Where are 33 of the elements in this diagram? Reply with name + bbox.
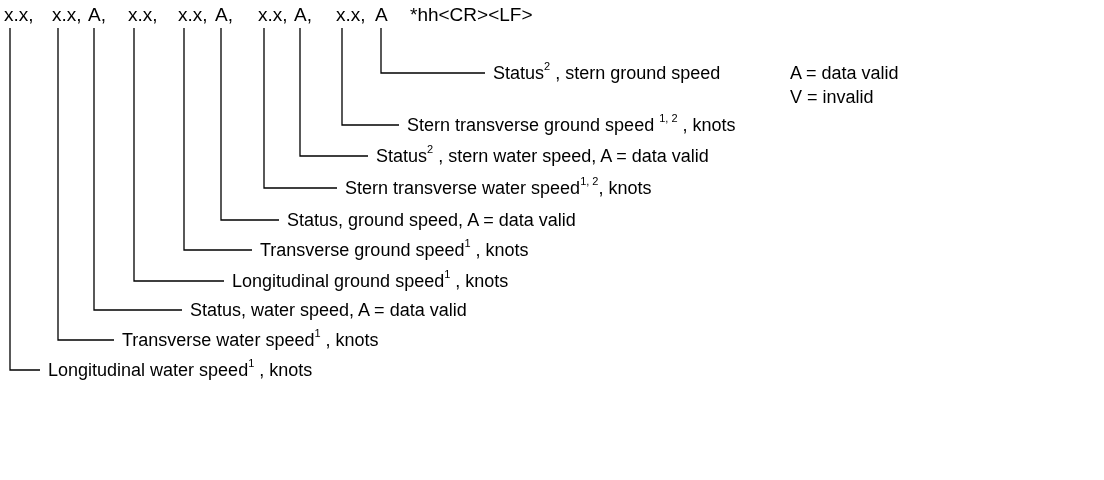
sentence-field: x.x, [128,4,158,26]
leader-line [93,27,183,311]
field-description: Status$^{2}$ , stern ground speed [493,62,721,84]
field-description: Status$^{2}$ , stern water speed, A = data valid [376,145,709,167]
field-description: Transverse ground speed$^{1}$ , knots [260,239,529,261]
field-description: Longitudinal ground speed$^{1}$ , knots [232,270,509,292]
field-description: Stern transverse ground speed $^{1, 2}$ , knots [407,114,736,136]
sentence-field: x.x, [178,4,208,26]
leader-line [220,27,280,221]
field-description: Longitudinal water speed$^{1}$ , knots [48,359,313,381]
leader-line [299,27,369,157]
field-description: Status, ground speed, A = data valid [287,209,576,231]
sentence-field: x.x, [4,4,34,26]
sentence-field: x.x, [258,4,288,26]
checksum-terminator: *hh<CR><LF> [410,4,533,26]
field-description: Transverse water speed$^{1}$ , knots [122,329,379,351]
note-text: A = data valid [790,62,899,84]
leader-line [263,27,338,189]
leader-line [341,27,400,126]
sentence-field: A, [294,4,312,26]
field-description: Stern transverse water speed$^{1, 2}$, knots [345,177,652,199]
sentence-field: A, [88,4,106,26]
sentence-field: x.x, [52,4,82,26]
leader-line [57,27,115,341]
sentence-field: A, [215,4,233,26]
field-description: Status, water speed, A = data valid [190,299,467,321]
sentence-field: A [375,4,388,26]
note-text: V = invalid [790,86,874,108]
leader-line [9,27,41,371]
leader-line [183,27,253,251]
sentence-field: x.x, [336,4,366,26]
leader-line [133,27,225,282]
leader-line [380,27,486,74]
